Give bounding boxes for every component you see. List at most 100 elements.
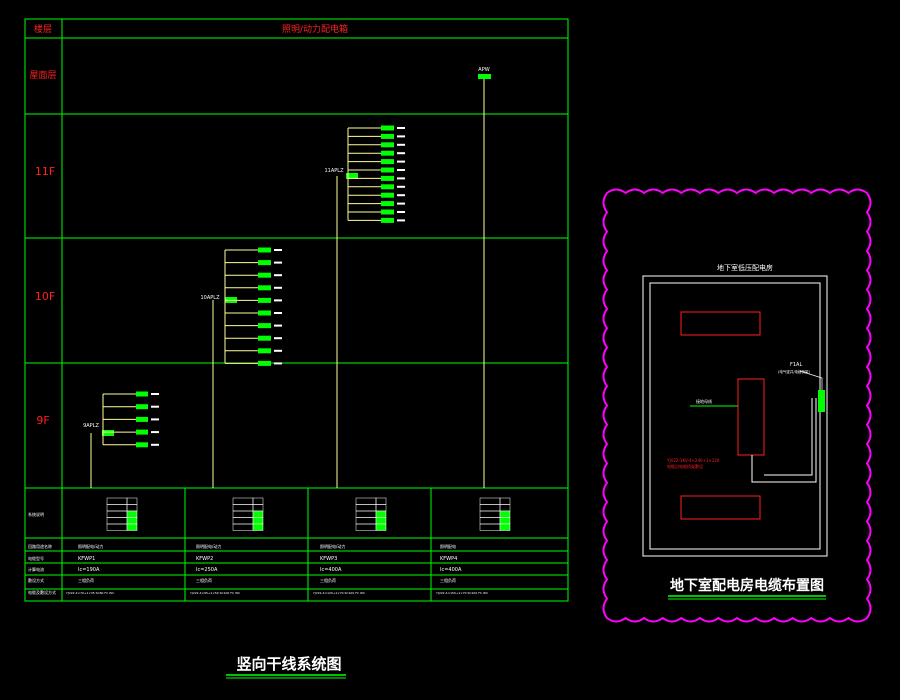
basement-title: 地下室配电房电缆布置图 <box>670 577 824 594</box>
mini-cell <box>479 517 501 525</box>
panel-label-apw: APW <box>478 67 489 73</box>
bottom-cell: YJV22-4×120+1×70 SC100 FC WC <box>313 591 365 595</box>
branch-breaker <box>258 272 271 278</box>
mini-cell <box>126 504 138 512</box>
branch-tag <box>151 431 159 434</box>
mini-cell <box>252 497 264 505</box>
branch-breaker <box>136 404 148 410</box>
bottom-row-label: 计算电流 <box>28 566 44 572</box>
branch-tag <box>397 177 405 180</box>
mini-table <box>106 497 138 531</box>
branch-tag <box>151 393 159 395</box>
mini-cell <box>126 510 138 518</box>
bottom-cell: 三相负荷 <box>78 577 94 583</box>
feeder-breaker-f1al <box>818 390 825 412</box>
bottom-cell: Ic=400A <box>440 567 462 573</box>
branch-group-9f <box>102 391 159 448</box>
branch-breaker <box>258 285 271 291</box>
branch-tag <box>397 160 405 163</box>
mini-table <box>232 497 264 531</box>
basement-room: 地下室低压配电房 接地母线 F1AL (电气竖井/电缆桥架) YJV22-1KV… <box>642 263 828 557</box>
mini-cell <box>232 523 254 531</box>
mini-cell <box>375 517 387 525</box>
branch-breaker <box>136 442 148 448</box>
mini-cell <box>499 504 511 512</box>
bottom-cell: 三相负荷 <box>440 577 456 583</box>
bottom-cell: KFWP4 <box>440 556 457 562</box>
branch-breaker <box>381 192 394 198</box>
branch-tag <box>397 211 405 213</box>
bottom-cell: 照明配电/动力 <box>320 543 345 549</box>
branch-breaker <box>258 323 271 329</box>
mini-cell <box>126 517 138 525</box>
panel-label-11aplz: 11APLZ <box>324 168 344 174</box>
system-mini-tables <box>106 497 511 531</box>
mini-cell <box>499 497 511 505</box>
cable-route-inner <box>751 398 817 483</box>
branch-breaker <box>381 142 394 148</box>
mini-cell <box>252 510 264 518</box>
bottom-row-label: 电缆及敷设方式 <box>28 589 56 595</box>
branch-breaker <box>258 348 271 354</box>
branch-breaker <box>381 159 394 165</box>
bottom-cell: KFWP3 <box>320 556 337 562</box>
mini-cell <box>355 504 377 512</box>
grounding-label: 接地母线 <box>696 398 712 404</box>
revision-cloud <box>602 188 872 623</box>
riser-grid <box>24 18 569 602</box>
mini-cell <box>375 510 387 518</box>
transformer-bottom <box>680 495 761 520</box>
switchgear-center <box>737 378 765 456</box>
mini-cell <box>106 523 128 531</box>
floor-label-roof: 屋面层 <box>29 70 56 81</box>
branch-breaker <box>258 260 271 266</box>
room-inner-wall <box>649 282 821 550</box>
branch-breaker <box>258 335 271 341</box>
branch-tag <box>397 127 405 129</box>
mini-cell <box>499 517 511 525</box>
branch-tag <box>274 274 282 277</box>
bottom-cell: YJV22-4×150+1×70 SC100 FC WC <box>436 591 488 595</box>
bottom-row-label: 系统说明 <box>28 511 44 517</box>
room-outer-wall <box>642 275 828 557</box>
branch-tag <box>151 443 159 446</box>
branch-group-10f <box>224 247 282 366</box>
mini-cell <box>355 510 377 518</box>
bottom-table-row-labels: 系统说明 回路用途名称 电缆型号 计算电流 敷设方式 电缆及敷设方式 <box>28 511 56 595</box>
branch-breaker <box>381 217 394 223</box>
branch-tag <box>274 324 282 327</box>
branch-breaker <box>136 416 148 422</box>
bottom-cell: YJV22-4×95+1×50 SC100 FC WC <box>190 591 240 595</box>
mini-table <box>355 497 387 531</box>
floor-label-9f: 9F <box>36 414 49 427</box>
bottom-cell: 照明配电/动力 <box>78 543 103 549</box>
bottom-table-cells: 照明配电/动力 照明配电/动力 照明配电/动力 照明配电 KFWP1 KFWP2… <box>66 543 488 595</box>
branch-group-11f <box>346 125 405 223</box>
bottom-cell: 照明配电 <box>440 543 456 549</box>
mini-cell <box>375 523 387 531</box>
branch-tag <box>397 202 405 205</box>
branch-tag <box>274 299 282 302</box>
bottom-row-label: 回路用途名称 <box>28 543 52 549</box>
branch-breaker <box>381 201 394 207</box>
mini-cell <box>126 497 138 505</box>
bottom-cell: KFWP2 <box>196 556 213 562</box>
bottom-row-label: 电缆型号 <box>28 555 44 561</box>
branch-breaker <box>136 429 148 435</box>
branch-tag <box>274 349 282 352</box>
branch-breaker <box>381 125 394 131</box>
room-label: 地下室低压配电房 <box>717 263 773 272</box>
mini-cell <box>106 510 128 518</box>
bottom-cell: 三相负荷 <box>320 577 336 583</box>
branch-breaker <box>381 150 394 156</box>
branch-breaker <box>381 184 394 190</box>
mini-cell <box>252 523 264 531</box>
feeder-note: (电气竖井/电缆桥架) <box>778 369 811 374</box>
mini-cell <box>232 510 254 518</box>
bottom-cell: Ic=400A <box>320 567 342 573</box>
branch-breaker <box>381 175 394 181</box>
branch-breaker <box>258 297 271 303</box>
branch-tag <box>397 169 405 171</box>
branch-tag <box>274 362 282 365</box>
